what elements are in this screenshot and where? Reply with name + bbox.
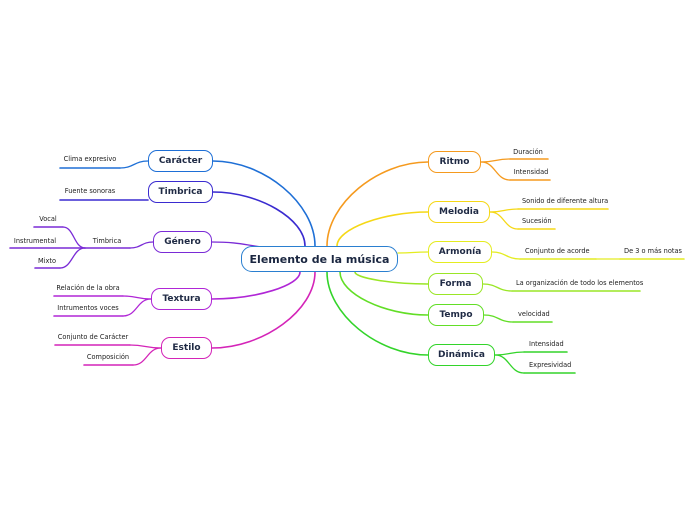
leaf-ritmo-intensidad[interactable]: Intensidad	[513, 168, 549, 176]
topic-genero[interactable]: Género	[153, 231, 212, 253]
link-sonido	[489, 208, 519, 213]
link-dinamica	[326, 271, 429, 356]
link-relacion	[122, 295, 152, 300]
leaf-conjunto-caracter[interactable]: Conjunto de Carácter	[57, 333, 129, 341]
topic-dinamica-label: Dinámica	[438, 350, 485, 360]
topic-caracter-label: Carácter	[158, 156, 203, 166]
topic-forma[interactable]: Forma	[428, 273, 483, 295]
link-ritmo-intensidad	[480, 161, 511, 181]
topic-estilo[interactable]: Estilo	[161, 337, 212, 359]
topic-armonia[interactable]: Armonía	[428, 241, 492, 263]
link-genero-timbrica	[129, 241, 154, 249]
topic-caracter[interactable]: Carácter	[148, 150, 213, 172]
link-composicion	[132, 347, 162, 366]
central-topic[interactable]: Elemento de la música	[241, 246, 398, 272]
topic-ritmo[interactable]: Ritmo	[428, 151, 481, 173]
leaf-fuente-sonoras[interactable]: Fuente sonoras	[64, 187, 116, 195]
leaf-sonido-altura[interactable]: Sonido de diferente altura	[522, 197, 609, 205]
link-ritmo	[326, 161, 429, 247]
leaf-intrumentos-voces[interactable]: Intrumentos voces	[57, 304, 119, 312]
link-caracter	[212, 160, 316, 247]
link-velocidad	[483, 314, 514, 323]
link-clima	[119, 160, 149, 169]
topic-textura[interactable]: Textura	[151, 288, 212, 310]
leaf-dinamica-intensidad[interactable]: Intensidad	[529, 340, 564, 348]
topic-timbrica-label: Timbrica	[158, 187, 203, 197]
leaf-instrumental[interactable]: Instrumental	[13, 237, 57, 245]
topic-melodia[interactable]: Melodia	[428, 201, 490, 223]
leaf-relacion-obra[interactable]: Relación de la obra	[56, 284, 120, 292]
leaf-expresividad[interactable]: Expresividad	[529, 361, 572, 369]
topic-dinamica[interactable]: Dinámica	[428, 344, 495, 366]
link-tempo	[339, 271, 429, 316]
link-estilo	[211, 271, 316, 349]
link-melodia	[336, 211, 429, 247]
topic-timbrica[interactable]: Timbrica	[148, 181, 213, 203]
topic-forma-label: Forma	[439, 279, 472, 289]
link-vocal	[62, 226, 86, 249]
link-dinamica-intensidad	[494, 351, 525, 356]
link-intrumentos	[122, 298, 152, 317]
link-duracion	[480, 158, 511, 163]
link-mixto	[59, 247, 86, 269]
link-conjunto-acorde	[491, 251, 521, 260]
link-armonia	[397, 251, 429, 254]
leaf-velocidad[interactable]: velocidad	[518, 310, 550, 318]
leaf-conjunto-acorde[interactable]: Conjunto de acorde	[525, 247, 590, 255]
leaf-vocal[interactable]: Vocal	[39, 215, 57, 223]
leaf-organizacion[interactable]: La organización de todo los elementos	[516, 279, 644, 287]
link-conjunto-caracter	[129, 344, 162, 349]
leaf-sucesion[interactable]: Sucesión	[522, 217, 552, 225]
leaf-duracion[interactable]: Duración	[513, 148, 543, 156]
topic-melodia-label: Melodia	[439, 207, 479, 217]
link-organizacion	[482, 283, 513, 292]
topic-tempo-label: Tempo	[439, 310, 473, 320]
link-sucesion	[489, 211, 519, 230]
central-topic-label: Elemento de la música	[249, 252, 390, 266]
link-timbrica	[212, 191, 306, 247]
topic-armonia-label: Armonía	[438, 247, 482, 257]
link-textura	[211, 271, 301, 300]
topic-tempo[interactable]: Tempo	[428, 304, 484, 326]
leaf-tres-notas[interactable]: De 3 o más notas	[624, 247, 682, 255]
leaf-genero-timbrica[interactable]: Timbrica	[92, 237, 122, 245]
leaf-clima-expresivo[interactable]: Clima expresivo	[63, 155, 117, 163]
leaf-composicion[interactable]: Composición	[86, 353, 130, 361]
topic-textura-label: Textura	[162, 294, 201, 304]
link-forma	[354, 271, 429, 285]
topic-estilo-label: Estilo	[172, 343, 201, 353]
leaf-mixto[interactable]: Mixto	[37, 257, 57, 265]
link-expresividad	[494, 354, 525, 374]
topic-ritmo-label: Ritmo	[439, 157, 470, 167]
topic-genero-label: Género	[164, 237, 201, 247]
